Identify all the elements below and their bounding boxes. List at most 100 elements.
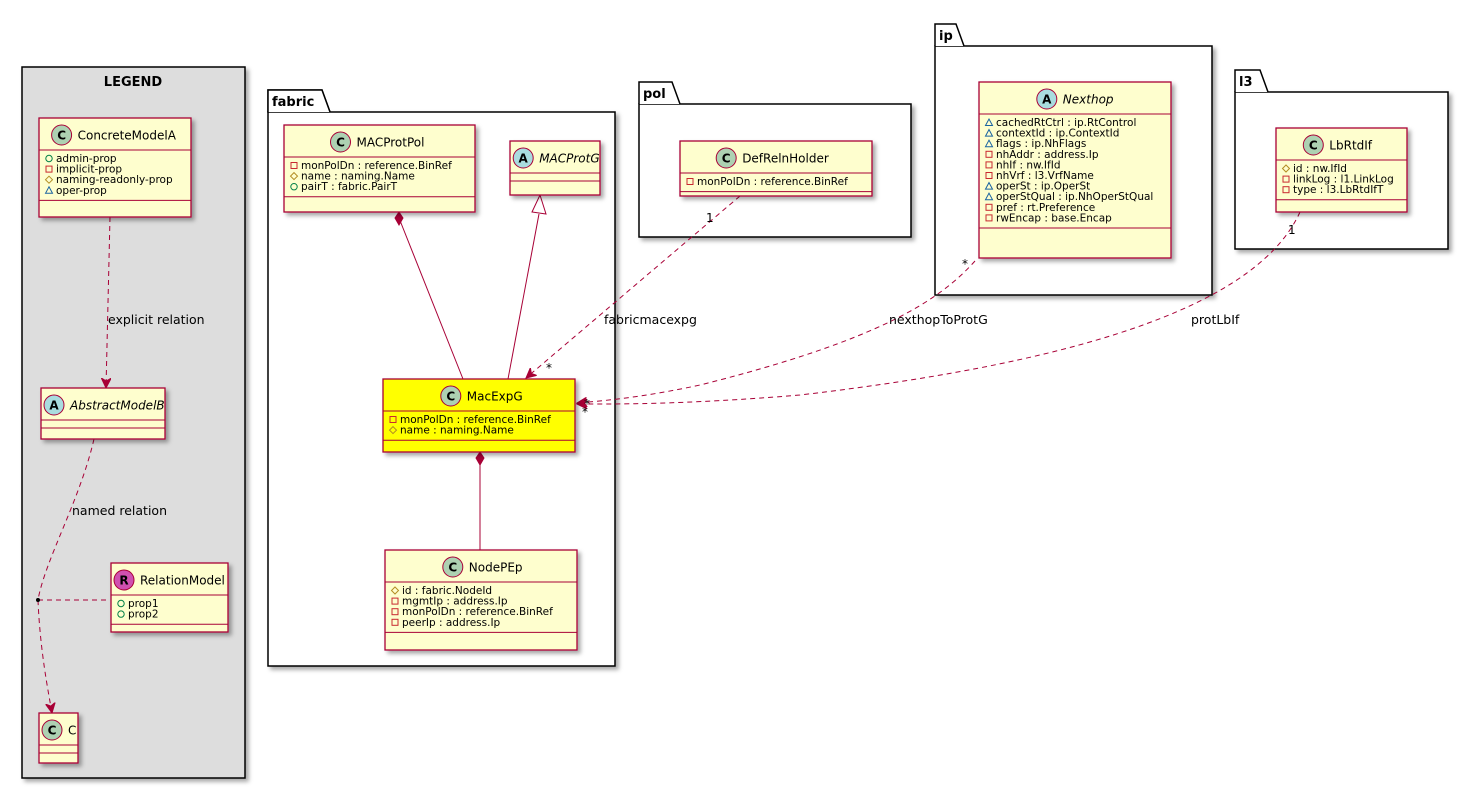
class-attribute: monPolDn : reference.BinRef <box>697 176 848 188</box>
visibility-package-icon <box>984 117 994 126</box>
class-name: NodePEp <box>469 561 523 575</box>
class-attribute: id : nw.IfId <box>1293 163 1347 175</box>
relation-junction-dot <box>36 598 40 602</box>
visibility-public-icon <box>45 154 53 163</box>
class-attribute: type : l3.LbRtdIfT <box>1293 184 1384 196</box>
composition-diamond-macexpg <box>475 451 485 467</box>
class-attribute: mgmtIp : address.Ip <box>402 596 508 608</box>
class-attribute: name : naming.Name <box>400 425 514 437</box>
class-macexpg[interactable]: C MacExpG monPolDn : reference.BinRefname … <box>382 378 576 453</box>
visibility-package-icon <box>984 181 994 190</box>
class-name: RelationModel <box>140 574 225 588</box>
edge-named-relation <box>37 438 95 601</box>
edges <box>37 195 1301 713</box>
visibility-private-icon <box>391 597 399 605</box>
stereotype-glyph: A <box>49 399 59 413</box>
visibility-public-icon <box>117 610 125 618</box>
label-explicit-relation: explicit relation <box>108 312 205 327</box>
stereotype-a-icon <box>1036 88 1058 110</box>
stereotype-glyph: C <box>1309 139 1318 153</box>
class-attribute: pairT : fabric.PairT <box>301 181 398 193</box>
class-attribute: admin-prop <box>56 153 117 165</box>
class-attribute: peerIp : address.Ip <box>402 617 501 629</box>
label-nexthopToProtG: nexthopToProtG <box>889 312 988 327</box>
class-attribute: nhVrf : l3.VrfName <box>996 170 1094 182</box>
visibility-package-icon <box>984 128 994 137</box>
stereotype-glyph: C <box>446 390 455 404</box>
class-attribute: oper-prop <box>56 185 107 197</box>
class-name: MacExpG <box>467 390 523 404</box>
visibility-private-icon <box>985 150 993 158</box>
class-attribute: id : fabric.NodeId <box>402 585 492 597</box>
visibility-private-icon <box>391 608 399 616</box>
stereotype-glyph: C <box>57 129 66 143</box>
class-attribute: implicit-prop <box>56 164 122 176</box>
visibility-private-icon <box>1282 186 1290 194</box>
visibility-protected-icon <box>289 171 299 181</box>
class-name: C <box>68 724 76 738</box>
edge-fabricmacexpg <box>526 195 741 378</box>
mult-protlbif-src: 1 <box>1288 223 1296 237</box>
visibility-private-icon <box>45 165 53 173</box>
stereotype-a-icon <box>512 147 534 169</box>
stereotype-c-icon <box>440 385 462 407</box>
label-protLbIf: protLbIf <box>1191 312 1240 327</box>
visibility-private-icon <box>1282 175 1290 183</box>
edge-decorations <box>36 193 547 602</box>
class-attribute: monPolDn : reference.BinRef <box>400 414 551 426</box>
class-attribute: monPolDn : reference.BinRef <box>402 606 553 618</box>
visibility-protected-icon <box>1281 164 1291 173</box>
label-fabricmacexpg: fabricmacexpg <box>604 312 697 327</box>
package-fabric-label: fabric <box>272 95 314 110</box>
mult-fabricmacexpg-src: 1 <box>706 211 714 225</box>
class-attribute: cachedRtCtrl : ip.RtControl <box>996 117 1136 129</box>
class-name: DefRelnHolder <box>742 152 829 166</box>
stereotype-c-icon <box>442 556 464 578</box>
class-attribute: prop2 <box>128 609 159 621</box>
edge-macprotpol-macexpg <box>398 217 464 380</box>
visibility-private-icon <box>985 214 993 222</box>
class-attribute: flags : ip.NhFlags <box>996 138 1086 150</box>
class-name: LbRtdIf <box>1329 139 1373 153</box>
visibility-protected-icon <box>390 586 400 595</box>
visibility-package-icon <box>984 139 994 148</box>
stereotype-glyph: R <box>119 574 128 588</box>
stereotype-glyph: C <box>336 136 345 150</box>
class-defrelnholder[interactable]: C DefRelnHolder monPolDn : reference.BinRe… <box>679 140 873 197</box>
visibility-private-icon <box>290 162 298 169</box>
class-name: AbstractModelB <box>69 399 165 413</box>
visibility-package-icon <box>44 185 54 194</box>
class-abstract[interactable]: A AbstractModelB <box>40 387 166 440</box>
visibility-protected-icon <box>44 175 54 184</box>
visibility-private-icon <box>985 172 993 179</box>
edge-labels: explicit relation named relation fabricm… <box>72 211 1296 518</box>
visibility-private-icon <box>686 178 694 185</box>
class-attribute: contextId : ip.ContextId <box>996 128 1119 140</box>
edge-nexthopToProtG <box>577 260 976 403</box>
stereotype-c-icon <box>1302 134 1324 156</box>
stereotype-c-icon <box>715 147 737 169</box>
class-name: Nexthop <box>1063 93 1114 107</box>
stereotype-r-icon <box>113 569 135 591</box>
class-attribute: operStQual : ip.NhOperStQual <box>996 191 1153 203</box>
composition-diamond-macprotpol <box>394 211 404 227</box>
legend-title: LEGEND <box>104 75 163 90</box>
label-named-relation: named relation <box>72 503 167 518</box>
package-ip-label: ip <box>939 29 953 44</box>
class-attribute: monPolDn : reference.BinRef <box>301 160 452 172</box>
edge-macexpg-macprotg <box>507 213 540 380</box>
class-attribute: rwEncap : base.Encap <box>996 212 1112 224</box>
visibility-protected-icon <box>388 425 398 435</box>
visibility-package-icon <box>984 192 994 201</box>
stereotype-glyph: C <box>722 152 731 166</box>
